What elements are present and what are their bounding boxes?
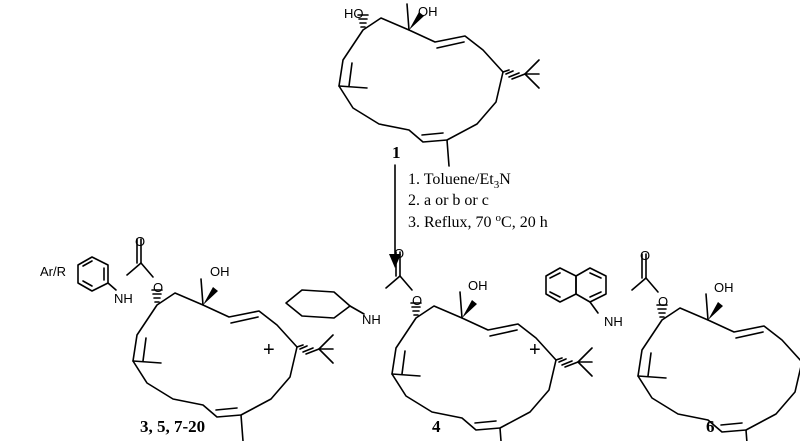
reactant-oh-label: OH — [418, 4, 438, 19]
product-4-oh-label: OH — [468, 278, 488, 293]
plus-sign-1: + — [263, 339, 275, 361]
product-3-ester-o-label: O — [153, 280, 163, 295]
product-3-carbonyl-o-label: O — [135, 234, 145, 249]
reaction-arrow — [389, 164, 401, 268]
product-6-nh-label: NH — [604, 314, 623, 329]
product-naphthyl-carbamate — [545, 253, 800, 441]
product-4-carbonyl-o-label: O — [394, 246, 404, 261]
condition-step-2: 2. a or b or c — [408, 192, 489, 209]
product-6-number: 6 — [706, 417, 715, 436]
reactant-1 — [338, 3, 540, 167]
product-3-substituent-label: Ar/R — [40, 264, 66, 279]
plus-sign-2: + — [529, 339, 541, 361]
product-3-number: 3, 5, 7-20 — [140, 417, 205, 436]
product-aryl-carbamate — [77, 238, 334, 441]
reactant-ho-label: HO — [344, 6, 364, 21]
reactant-number: 1 — [392, 143, 401, 162]
product-6-ester-o-label: O — [658, 294, 668, 309]
product-3-nh-label: NH — [114, 291, 133, 306]
condition-step-3: 3. Reflux, 70 oC, 20 h — [408, 212, 548, 231]
product-6-carbonyl-o-label: O — [640, 248, 650, 263]
condition-step-1: 1. Toluene/Et3N — [408, 171, 511, 191]
product-cyclohexyl-carbamate — [285, 251, 593, 441]
product-4-number: 4 — [432, 417, 441, 436]
product-4-ester-o-label: O — [412, 293, 422, 308]
product-3-oh-label: OH — [210, 264, 230, 279]
product-4-nh-label: NH — [362, 312, 381, 327]
product-6-oh-label: OH — [714, 280, 734, 295]
